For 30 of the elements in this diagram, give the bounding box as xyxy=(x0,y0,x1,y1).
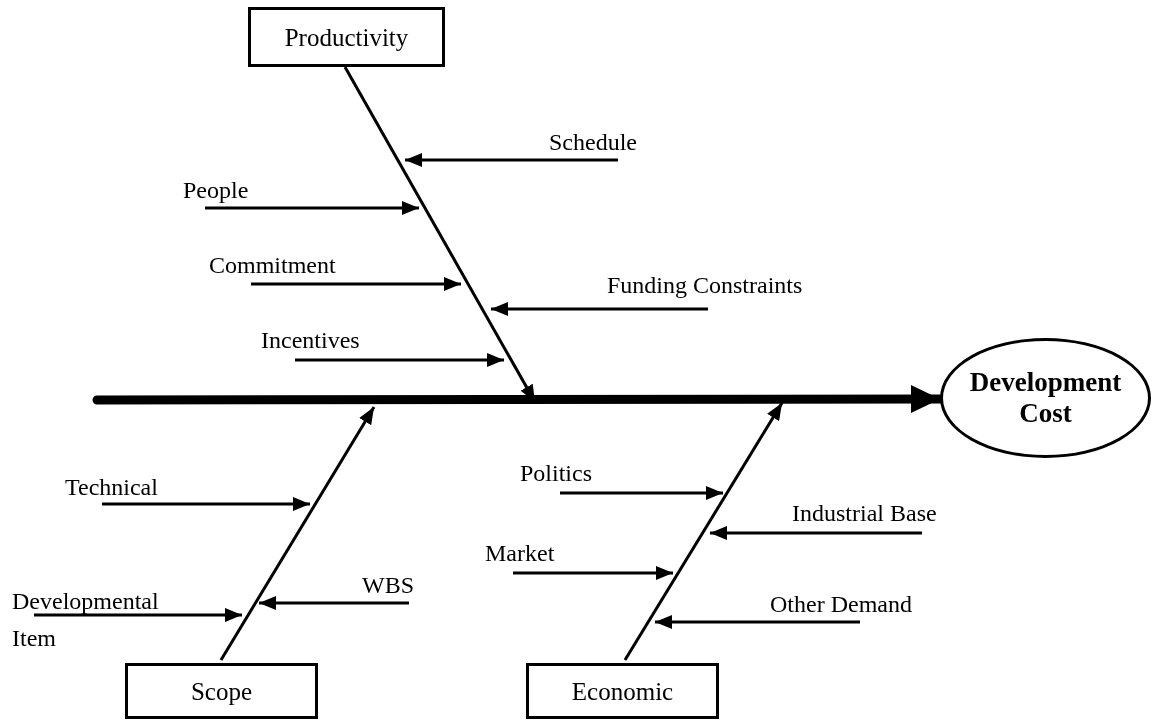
cause-label: Commitment xyxy=(209,251,336,279)
cause-label: Incentives xyxy=(261,326,360,354)
arrow xyxy=(205,201,419,215)
arrow xyxy=(623,402,784,661)
arrow xyxy=(251,277,461,291)
cause-label: Market xyxy=(485,539,555,567)
cause-label: Schedule xyxy=(549,128,637,156)
cause-label: Politics xyxy=(520,459,592,487)
cause-label: WBS xyxy=(362,571,414,599)
arrow xyxy=(513,566,673,580)
arrow xyxy=(405,153,618,167)
arrow xyxy=(491,302,708,316)
arrow xyxy=(102,497,310,511)
cause-label: Other Demand xyxy=(770,590,912,618)
arrow xyxy=(295,353,504,367)
category-box: Economic xyxy=(526,663,719,719)
arrow xyxy=(710,526,922,540)
category-box: Scope xyxy=(125,663,318,719)
cause-label: Developmental Item xyxy=(12,583,182,657)
cause-label: Technical xyxy=(65,473,158,501)
arrow xyxy=(219,406,376,661)
arrow xyxy=(655,615,860,629)
category-box: Productivity xyxy=(248,7,445,67)
arrow xyxy=(259,596,409,610)
arrow xyxy=(34,608,242,622)
cause-label: Funding Constraints xyxy=(607,271,803,299)
arrow xyxy=(560,486,723,500)
cause-label: Industrial Base xyxy=(792,499,937,527)
effect-ellipse: Development Cost xyxy=(940,338,1151,458)
cause-label: People xyxy=(183,176,249,204)
